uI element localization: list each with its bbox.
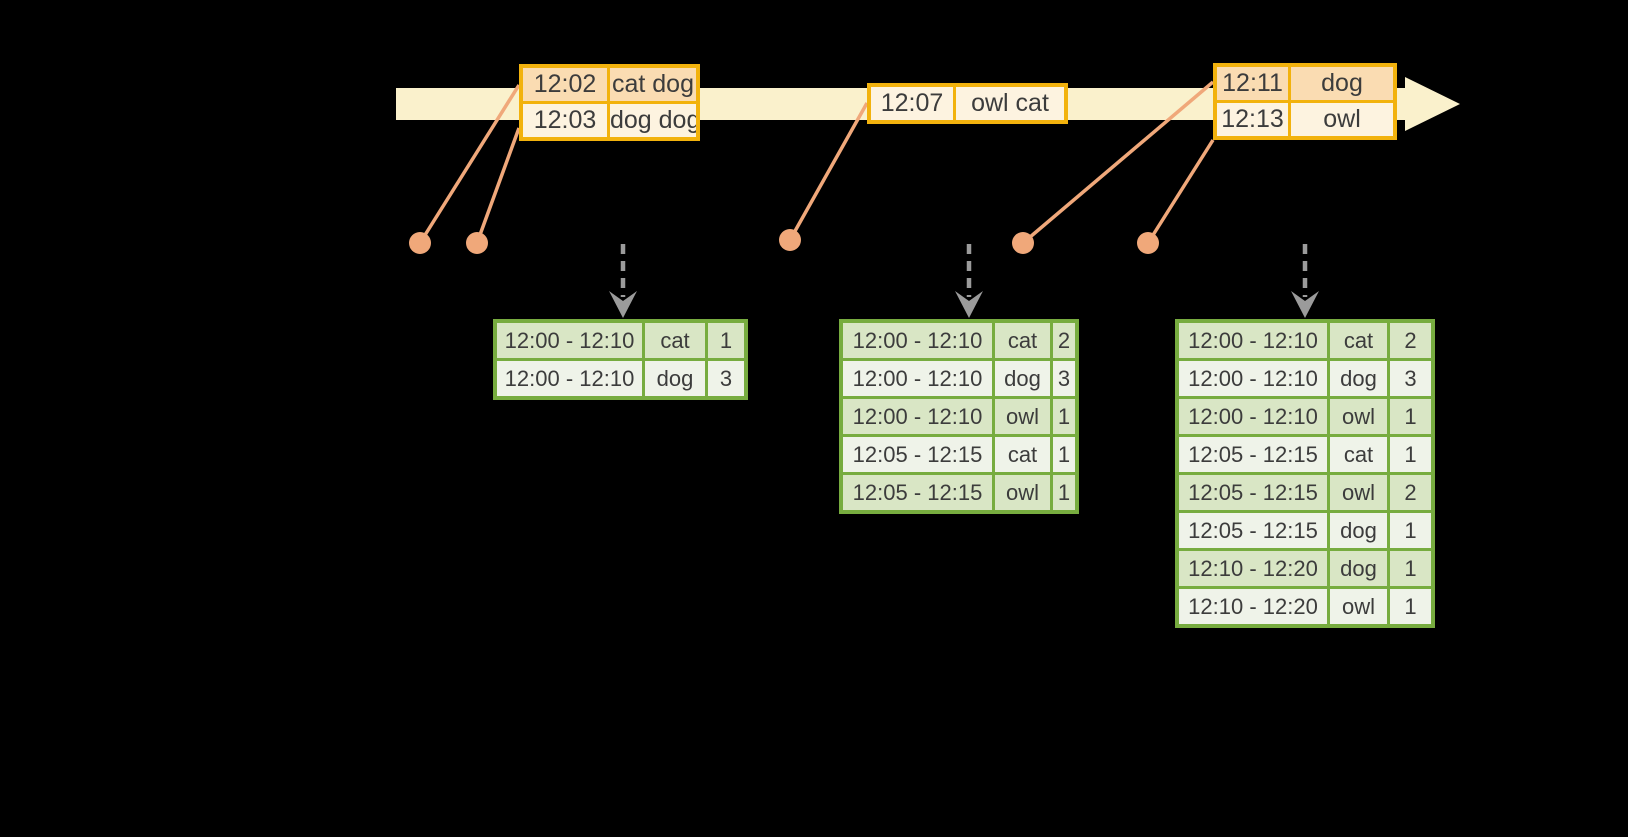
trigger-arrowhead-icon [609,291,637,318]
event-words-cell: dog [1291,67,1393,100]
event-connector-line [1146,139,1215,244]
event-dot [1012,232,1034,254]
event-connector-line [788,102,869,241]
word-cell: owl [1330,589,1387,624]
event-time-cell: 12:13 [1217,103,1288,136]
count-cell: 1 [1390,437,1431,472]
result-table-3: 12:00 - 12:10 cat 2 12:00 - 12:10 dog 3 … [1175,319,1435,628]
event-dot [1137,232,1159,254]
event-dot [466,232,488,254]
event-words-cell: owl [1291,103,1393,136]
word-cell: cat [1330,323,1387,358]
window-cell: 12:00 - 12:10 [1179,323,1327,358]
timeline-arrowhead-icon [1405,77,1460,131]
word-cell: dog [1330,513,1387,548]
window-cell: 12:05 - 12:15 [843,437,992,472]
window-cell: 12:00 - 12:10 [497,361,642,396]
event-connector-line [1021,80,1215,245]
word-cell: owl [1330,399,1387,434]
word-cell: cat [995,323,1050,358]
window-cell: 12:00 - 12:10 [843,323,992,358]
word-cell: dog [1330,361,1387,396]
count-cell: 3 [1390,361,1431,396]
window-cell: 12:00 - 12:10 [497,323,642,358]
result-table-1: 12:00 - 12:10 cat 1 12:00 - 12:10 dog 3 [493,319,748,400]
window-cell: 12:05 - 12:15 [843,475,992,510]
word-cell: cat [1330,437,1387,472]
window-cell: 12:00 - 12:10 [1179,361,1327,396]
word-cell: dog [645,361,705,396]
word-cell: dog [995,361,1050,396]
count-cell: 1 [1390,551,1431,586]
event-table-1: 12:02 cat dog 12:03 dog dog [519,64,700,141]
count-cell: 3 [708,361,744,396]
event-words-cell: owl cat [956,87,1064,120]
event-time-cell: 12:07 [871,87,953,120]
count-cell: 2 [1390,323,1431,358]
event-dot [409,232,431,254]
word-cell: cat [645,323,705,358]
count-cell: 1 [708,323,744,358]
word-cell: cat [995,437,1050,472]
event-time-cell: 12:02 [523,68,607,101]
trigger-arrowhead-icon [1291,291,1319,318]
window-cell: 12:10 - 12:20 [1179,589,1327,624]
window-cell: 12:10 - 12:20 [1179,551,1327,586]
count-cell: 3 [1053,361,1075,396]
count-cell: 1 [1053,399,1075,434]
event-connector-line [475,127,521,244]
window-cell: 12:05 - 12:15 [1179,513,1327,548]
window-cell: 12:00 - 12:10 [1179,399,1327,434]
word-cell: owl [995,399,1050,434]
event-words-cell: dog dog [610,104,696,137]
window-cell: 12:05 - 12:15 [1179,475,1327,510]
count-cell: 1 [1390,589,1431,624]
event-table-3: 12:11 dog 12:13 owl [1213,63,1397,140]
word-cell: owl [995,475,1050,510]
event-time-cell: 12:11 [1217,67,1288,100]
window-cell: 12:05 - 12:15 [1179,437,1327,472]
count-cell: 1 [1390,513,1431,548]
event-words-cell: cat dog [610,68,696,101]
word-cell: owl [1330,475,1387,510]
count-cell: 1 [1390,399,1431,434]
count-cell: 1 [1053,437,1075,472]
window-cell: 12:00 - 12:10 [843,361,992,396]
window-cell: 12:00 - 12:10 [843,399,992,434]
event-connector-line [418,84,521,244]
word-cell: dog [1330,551,1387,586]
count-cell: 1 [1053,475,1075,510]
count-cell: 2 [1053,323,1075,358]
trigger-arrowhead-icon [955,291,983,318]
event-table-2: 12:07 owl cat [867,83,1068,124]
event-dot [779,229,801,251]
result-table-2: 12:00 - 12:10 cat 2 12:00 - 12:10 dog 3 … [839,319,1079,514]
count-cell: 2 [1390,475,1431,510]
event-time-cell: 12:03 [523,104,607,137]
